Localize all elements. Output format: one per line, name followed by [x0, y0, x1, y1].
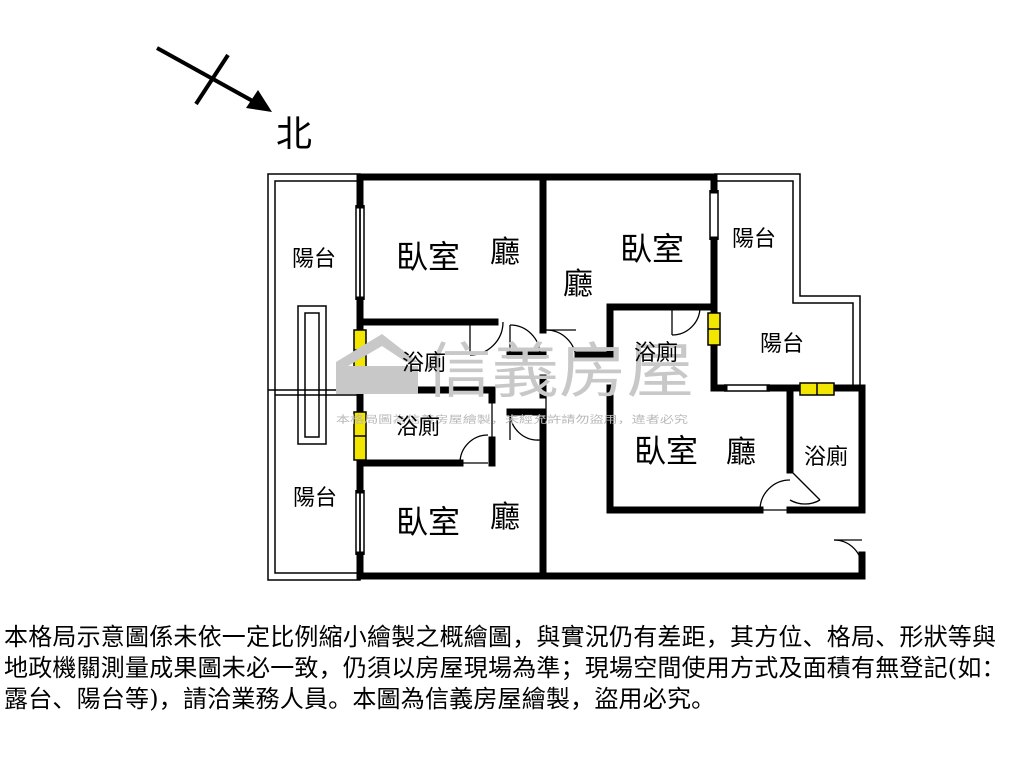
balcony-label: 陽台	[732, 227, 776, 252]
living-room-label: 廳	[490, 235, 520, 270]
house-logo-icon	[336, 334, 418, 394]
north-label: 北	[276, 114, 312, 155]
floor-plan: 北	[156, 46, 866, 581]
watermark-notice: 本格局圖為信義房屋繪製，未經允許請勿盜用，違者必究	[336, 413, 688, 426]
living-room-label: 廳	[490, 500, 520, 535]
balcony-label: 陽台	[760, 332, 804, 357]
windows	[355, 190, 770, 555]
bedroom-label: 臥室	[634, 432, 698, 470]
living-room-label: 廳	[563, 267, 593, 302]
bathroom-label: 浴廁	[402, 351, 446, 376]
north-arrow-icon	[156, 46, 272, 112]
bedroom-label: 臥室	[620, 230, 684, 268]
watermark-brand: 信義房屋	[424, 337, 694, 407]
bedroom-label: 臥室	[396, 238, 460, 276]
bedroom-label: 臥室	[396, 503, 460, 541]
door-swings	[459, 306, 863, 569]
room-labels: 陽台 臥室 廳 廳 臥室 陽台 浴廁 浴廁 陽台 浴廁 臥室 廳 浴廁 陽台 臥…	[292, 227, 848, 541]
balcony-label: 陽台	[292, 247, 336, 272]
balcony-outlines	[267, 173, 861, 581]
bathroom-label: 浴廁	[804, 445, 848, 470]
living-room-label: 廳	[726, 435, 756, 470]
bathroom-label: 浴廁	[396, 415, 440, 440]
disclaimer-text: 本格局示意圖係未依一定比例縮小繪製之概繪圖，與實況仍有差距，其方位、格局、形狀等…	[4, 623, 1006, 713]
bathroom-label: 浴廁	[634, 341, 678, 366]
balcony-label: 陽台	[293, 486, 337, 511]
watermark: 信義房屋 本格局圖為信義房屋繪製，未經允許請勿盜用，違者必究	[336, 334, 694, 426]
